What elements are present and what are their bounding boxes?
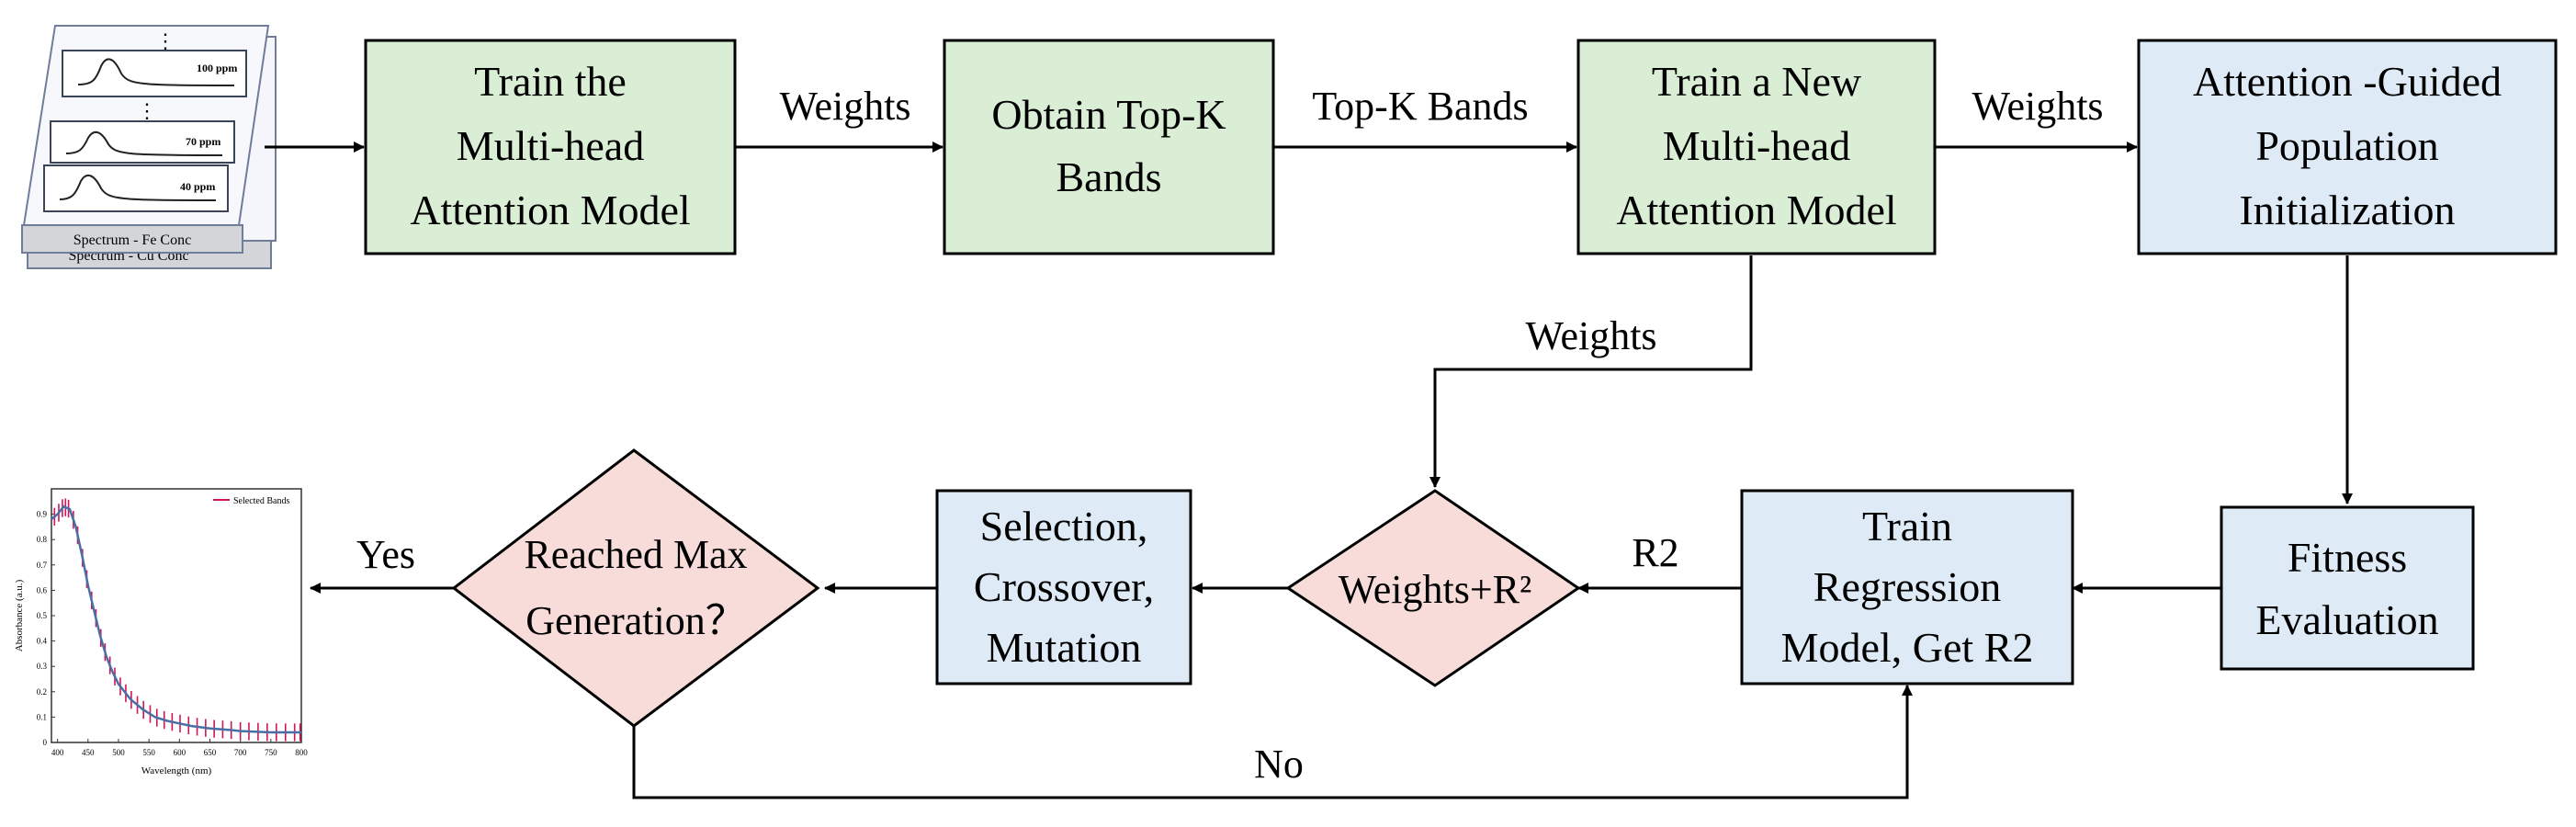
spectrum-curve-70ppm	[65, 130, 223, 156]
node-population: Attention -Guided Population Initializat…	[2137, 39, 2558, 255]
spectrum-fe-caption: Spectrum - Fe Conc	[73, 232, 191, 248]
x-tick-label: 700	[234, 748, 247, 757]
y-tick-label: 0.6	[37, 585, 48, 595]
node-train-attention: Train the Multi-head Attention Model	[364, 39, 737, 255]
node-population-box	[2137, 39, 2558, 255]
x-tick-label: 450	[82, 748, 95, 757]
spectrum-card-100ppm: 100 ppm	[62, 50, 247, 97]
node-train-attention-line-1: Train the	[474, 58, 627, 105]
node-reached-max-diamond	[451, 448, 820, 728]
spectrum-card-70ppm: 70 ppm	[50, 120, 235, 164]
node-regression-line-2: Regression	[1813, 563, 2001, 610]
output-chart-plot-frame	[51, 488, 302, 743]
x-tick-label: 600	[174, 748, 186, 757]
node-population-line-2: Population	[2255, 122, 2438, 169]
node-weights-r2: Weights+R²	[1285, 489, 1581, 687]
output-chart: 0 0.1 0.2 0.3 0.4 0.5 0.6 0.7 0.8 0.9 400 450 500 55…	[14, 488, 308, 776]
edge-label-topk-bands: Top-K Bands	[1312, 84, 1528, 129]
y-tick-label: 0.3	[37, 662, 48, 671]
x-tick-label: 800	[295, 748, 308, 757]
node-train-attention-line-2: Multi-head	[457, 122, 644, 169]
node-regression-line-1: Train	[1862, 503, 1952, 549]
node-train-attention-line-3: Attention Model	[410, 187, 690, 233]
spectrum-label-70ppm: 70 ppm	[186, 135, 220, 148]
node-train-new: Train a New Multi-head Attention Model	[1576, 39, 1937, 255]
output-chart-y-ticks: 0 0.1 0.2 0.3 0.4 0.5 0.6 0.7 0.8 0.9	[37, 510, 55, 747]
node-top-k: Obtain Top-K Bands	[943, 39, 1275, 255]
output-chart-ylabel: Absorbance (a.u.)	[14, 579, 25, 651]
node-regression-box	[1740, 489, 2074, 685]
node-train-attention-box	[364, 39, 737, 255]
node-regression: Train Regression Model, Get R2	[1740, 489, 2074, 685]
edge-label-yes: Yes	[356, 532, 415, 577]
y-tick-label: 0.1	[37, 712, 47, 721]
edges	[265, 142, 2353, 799]
y-tick-label: 0.4	[37, 637, 48, 646]
node-fitness: Fitness Evaluation	[2220, 505, 2475, 671]
x-tick-label: 650	[204, 748, 217, 757]
node-population-line-1: Attention -Guided	[2193, 58, 2502, 105]
node-selection: Selection, Crossover, Mutation	[935, 489, 1192, 685]
y-tick-label: 0.7	[37, 561, 48, 570]
node-reached-max: Reached Max Generation？	[451, 448, 820, 728]
y-tick-label: 0.5	[37, 611, 48, 620]
node-top-k-line-2: Bands	[1056, 153, 1162, 200]
node-top-k-box	[943, 39, 1275, 255]
node-fitness-line-1: Fitness	[2288, 534, 2407, 581]
spectrum-curve-100ppm	[77, 58, 235, 86]
spectrum-label-100ppm: 100 ppm	[197, 62, 237, 74]
edge-label-weights-1: Weights	[779, 84, 910, 129]
spectrum-curve-40ppm	[59, 174, 217, 201]
edge-label-weights-3: Weights	[1525, 313, 1656, 358]
node-weights-r2-diamond	[1285, 489, 1581, 687]
edge-label-weights-2: Weights	[1972, 84, 2103, 129]
node-reached-max-line-1: Reached Max	[524, 532, 747, 577]
ellipsis-middle: ⋮	[137, 99, 157, 122]
node-selection-line-2: Crossover,	[974, 563, 1154, 610]
edge-label-r2: R2	[1632, 530, 1678, 575]
node-weights-r2-line-1: Weights+R²	[1339, 567, 1531, 612]
node-train-new-line-3: Attention Model	[1616, 187, 1896, 233]
spectrum-label-40ppm: 40 ppm	[180, 180, 215, 193]
node-population-line-3: Initialization	[2239, 187, 2455, 233]
node-top-k-line-1: Obtain Top-K	[991, 91, 1226, 138]
node-regression-line-3: Model, Get R2	[1781, 624, 2034, 671]
x-tick-label: 400	[51, 748, 64, 757]
arrow-no-loop-to-regression	[632, 685, 1913, 799]
node-selection-box	[935, 489, 1192, 685]
y-tick-label: 0	[43, 738, 48, 747]
node-train-new-box	[1576, 39, 1937, 255]
output-chart-x-ticks: 400 450 500 550 600 650 700 750 800	[51, 739, 308, 757]
node-selection-line-1: Selection,	[980, 503, 1148, 549]
input-spectra-stack: Spectrum - Cu Conc Spectrum - Fe Conc ⋮ …	[21, 25, 277, 269]
y-tick-label: 0.2	[37, 687, 47, 697]
node-reached-max-line-2: Generation？	[525, 598, 745, 643]
output-chart-xlabel: Wavelength (nm)	[141, 765, 212, 776]
x-tick-label: 750	[265, 748, 277, 757]
spectrum-sheet-fe: Spectrum - Fe Conc ⋮ 100 ppm ⋮ 70 ppm 40…	[21, 25, 270, 254]
node-train-new-line-2: Multi-head	[1663, 122, 1850, 169]
node-selection-line-3: Mutation	[987, 624, 1142, 671]
x-tick-label: 500	[112, 748, 125, 757]
edge-label-no: No	[1254, 742, 1304, 787]
y-tick-label: 0.9	[37, 510, 48, 519]
edge-labels: Weights Top-K Bands Weights Weights R2 Y…	[356, 84, 2104, 787]
x-tick-label: 550	[142, 748, 155, 757]
y-tick-label: 0.8	[37, 535, 48, 544]
output-chart-legend-label: Selected Bands	[233, 496, 289, 506]
spectrum-card-40ppm: 40 ppm	[43, 164, 229, 212]
arrow-trainnew-to-weightsr2	[1429, 255, 1753, 488]
node-fitness-line-2: Evaluation	[2255, 596, 2438, 643]
output-chart-spectrum-line	[51, 504, 301, 734]
ellipsis-top: ⋮	[155, 29, 175, 52]
node-train-new-line-1: Train a New	[1652, 58, 1862, 105]
node-fitness-box	[2220, 505, 2475, 671]
